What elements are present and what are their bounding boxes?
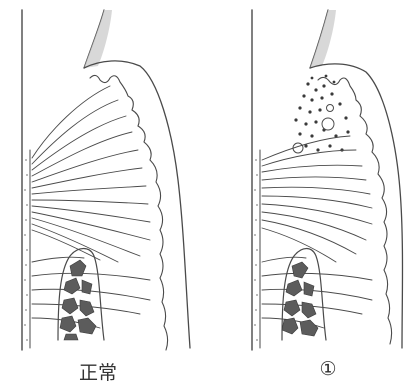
ligament-fibers [262,257,372,328]
ligament-fibers [32,257,150,328]
bone-trabeculae [60,260,96,340]
panel-lesion [252,10,403,350]
gingiva-outline [84,61,190,348]
enamel-stipple [310,10,336,68]
panel-caption-normal: 正常 [48,358,148,385]
panel-normal [22,10,190,350]
epithelium-wavy-line [318,77,392,344]
cementum-stipple [24,159,28,341]
panel-caption-lesion: ① [278,358,378,380]
enamel-stipple [84,10,112,68]
gingival-fibers [32,86,150,262]
epithelium-wavy-line [90,75,168,350]
gingival-fibers [262,136,372,262]
cementum-stipple [254,159,258,341]
gingiva-outline [310,64,403,348]
